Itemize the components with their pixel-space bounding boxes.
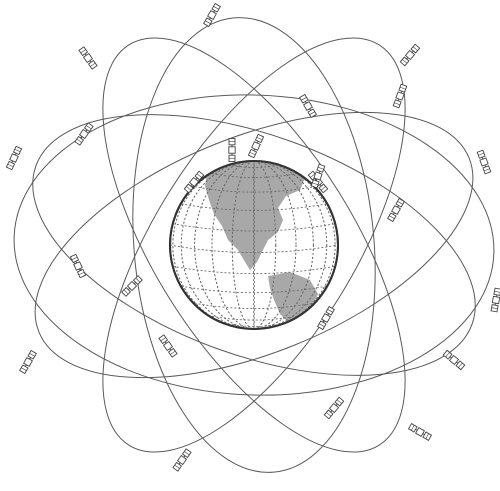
satellite-icon (387, 197, 405, 223)
graticule-grid (170, 161, 338, 329)
satellite-icon (442, 349, 466, 371)
latitude-line (170, 244, 338, 254)
latitude-line (194, 302, 314, 309)
orbit-ring (32, 114, 476, 376)
satellite-icon (78, 46, 98, 70)
satellite-icon (407, 423, 433, 441)
orbit-ring (13, 94, 495, 396)
north-america-land (205, 162, 305, 270)
latitude-line (194, 186, 314, 193)
satellite-icon (158, 334, 178, 358)
orbit-ring (132, 17, 376, 473)
latitude-line (181, 203, 327, 211)
longitude-line (231, 161, 277, 329)
orbit-ring (102, 37, 406, 453)
longitude-line (253, 161, 255, 329)
earth-globe (169, 160, 339, 330)
satellite-icon (5, 145, 23, 171)
latitude-line (211, 173, 297, 178)
orbit-ring (102, 37, 406, 453)
satellite-icon (69, 253, 87, 279)
longitude-line (211, 161, 297, 329)
latitude-line (172, 223, 336, 232)
longitude-line (194, 161, 314, 329)
satellite-icon (203, 2, 221, 28)
latitude-line (172, 265, 336, 275)
satellite-icon (399, 43, 421, 67)
satellite-icon (323, 396, 345, 420)
orbit-ring (34, 111, 474, 379)
satellite-icon (74, 122, 94, 146)
satellite-icon (299, 93, 317, 119)
satellite-icon (228, 138, 236, 162)
satellite-icon (317, 305, 335, 331)
longitude-line (180, 161, 328, 329)
satellite-icon (247, 133, 265, 159)
satellite-icon (19, 349, 37, 375)
satellite-icon (490, 287, 500, 313)
longitude-line (172, 161, 336, 329)
satellite-icon (172, 448, 192, 472)
satellite-icon (476, 149, 492, 175)
latitude-line (211, 315, 297, 321)
